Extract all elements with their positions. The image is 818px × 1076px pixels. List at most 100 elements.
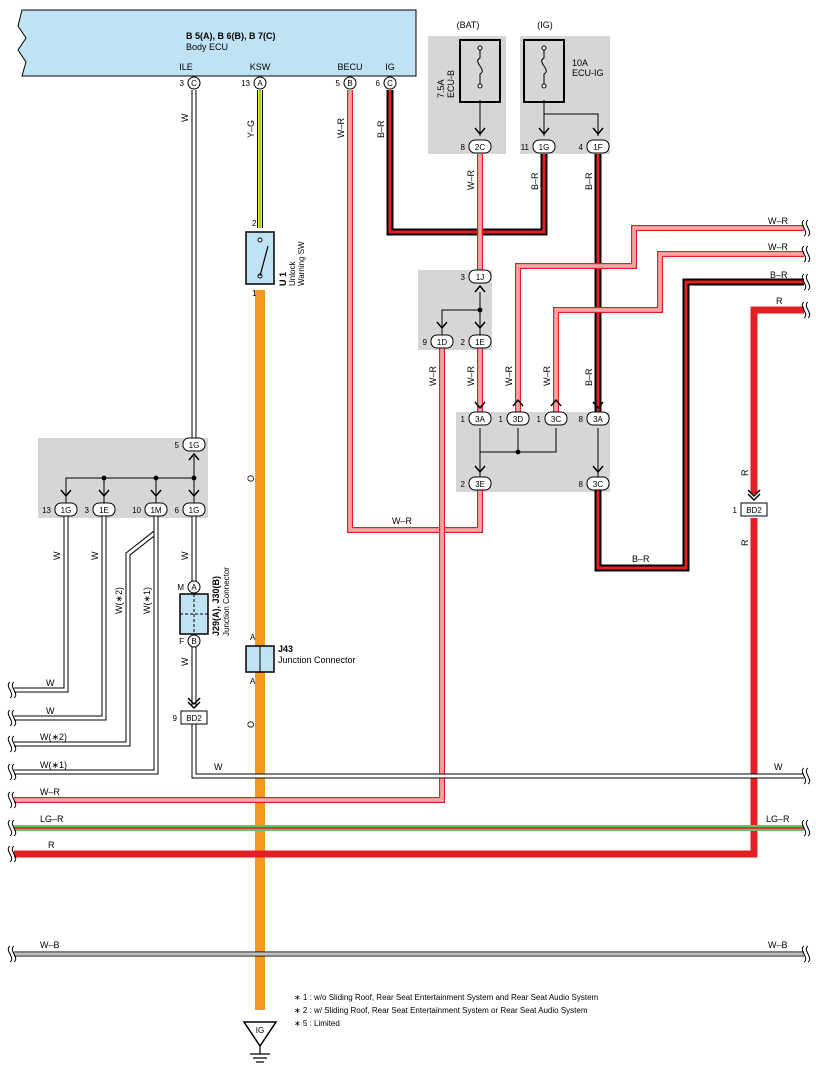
- lbl-right-r: R: [776, 296, 783, 306]
- term-3a-8-num: 8: [579, 415, 584, 424]
- lbl-bus-lgr-left: LG–R: [40, 814, 64, 824]
- term-1e: 1E: [475, 338, 485, 347]
- wire-labels: W Y–G W–R B–R W–R B–R B–R W–R W–R W–R W–…: [40, 113, 790, 950]
- lbl-bus-w-right: W: [774, 762, 783, 772]
- j43-pin-top: A: [250, 633, 256, 642]
- ecu-pin-ile: ILE: [179, 62, 193, 72]
- ecu-pin-becu-num: 5: [336, 79, 341, 88]
- lbl-bus-r: R: [48, 840, 55, 850]
- lbl-bus-wb-left: W–B: [40, 940, 60, 950]
- term-1f-num: 4: [579, 143, 584, 152]
- ecu-connectors: B 5(A), B 6(B), B 7(C): [186, 31, 276, 41]
- switch-pin-bottom: 1: [252, 289, 257, 298]
- term-1f: 1F: [593, 143, 602, 152]
- lbl-bus-w2: W(∗2): [40, 732, 67, 742]
- term-3a-num: 1: [461, 415, 466, 424]
- term-bd2-left: BD2: [186, 714, 202, 723]
- lbl-becu-wr-h: W–R: [392, 516, 413, 526]
- term-1j: 1J: [476, 273, 484, 282]
- lbl-1e-wr: W–R: [466, 366, 476, 387]
- term-3d: 3D: [513, 415, 523, 424]
- term-1g-ig: 1G: [539, 143, 550, 152]
- term-1j-num: 3: [461, 273, 466, 282]
- body-ecu: B 5(A), B 6(B), B 7(C) Body ECU ILE KSW …: [17, 9, 417, 77]
- term-3c-8-num: 8: [579, 480, 584, 489]
- note-2: ∗ 2 : w/ Sliding Roof, Rear Seat Enterta…: [294, 1006, 588, 1015]
- footnotes: ∗ 1 : w/o Sliding Roof, Rear Seat Entert…: [294, 993, 599, 1028]
- term-2c: 2C: [475, 143, 485, 152]
- lbl-3c8-br-h: B–R: [632, 554, 650, 564]
- term-3a: 3A: [475, 415, 485, 424]
- lbl-1f-br: B–R: [584, 172, 594, 190]
- term-1g-ig-num: 11: [521, 143, 530, 152]
- lbl-3a8-br: B–R: [584, 368, 594, 386]
- switch-id: U 1: [278, 272, 288, 286]
- wires: [14, 90, 804, 1010]
- term-bd2-right: BD2: [746, 506, 762, 515]
- lbl-left-w-4: W: [180, 657, 190, 666]
- term-3e: 3E: [475, 480, 485, 489]
- ground-symbol: IG: [242, 1021, 278, 1063]
- ecu-pin-ksw-num: 13: [241, 79, 250, 88]
- ecu-pin-becu: BECU: [337, 62, 362, 72]
- fuse-rating-ecuig: 10A: [572, 58, 588, 68]
- ground-label: IG: [256, 1026, 264, 1035]
- term-1d-num: 9: [423, 338, 428, 347]
- term-bd2-right-num: 1: [733, 506, 738, 515]
- j29-conn-top: A: [191, 583, 197, 592]
- j29-conn-bottom: B: [191, 637, 196, 646]
- lbl-right-br: B–R: [770, 270, 788, 280]
- lbl-bus-w1: W(∗1): [40, 760, 67, 770]
- lbl-left-w-1: W: [52, 551, 62, 560]
- switch-name-2: Warning SW: [297, 241, 306, 286]
- j29-pin-bottom: F: [179, 637, 184, 646]
- lbl-3c-wr: W–R: [542, 366, 552, 387]
- ecu-pin-ig-conn: C: [387, 79, 393, 88]
- lbl-left-w-2: W: [90, 551, 100, 560]
- fuse-box-bat: [428, 36, 506, 154]
- lbl-1d-wr: W–R: [428, 366, 438, 387]
- term-3a-8: 3A: [593, 415, 603, 424]
- lbl-left-w2: W(∗2): [114, 587, 124, 614]
- term-2c-num: 8: [461, 143, 466, 152]
- fuse-name-ecub: ECU-B: [446, 70, 456, 98]
- junction-j29-j30: A M B F J29(A), J30(B) Junction Connecto…: [177, 567, 231, 648]
- note-5: ∗ 5 : Limited: [294, 1019, 340, 1028]
- term-left-1e-num: 3: [85, 506, 90, 515]
- term-left-1g-13: 1G: [61, 506, 72, 515]
- lbl-ile-w: W: [180, 113, 190, 122]
- ecu-pins: C 3 A 13 B 5 C 6: [180, 76, 397, 90]
- lbl-bus-lgr-right: LG–R: [766, 814, 790, 824]
- fuse-name-ecuig: ECU-IG: [572, 68, 604, 78]
- lbl-bus-w-3: W: [214, 762, 223, 772]
- lbl-right-wr-2: W–R: [768, 242, 789, 252]
- lbl-3d-wr: W–R: [504, 366, 514, 387]
- term-3c: 3C: [551, 415, 561, 424]
- lbl-becu-wr: W–R: [336, 118, 346, 139]
- fuse-source-bat: (BAT): [457, 20, 480, 30]
- fuse-rating-ecub: 7.5A: [436, 79, 446, 98]
- lbl-left-w1: W(∗1): [142, 587, 152, 614]
- junction-j43: A A J43 Junction Connector: [245, 633, 356, 686]
- term-left-1m-num: 10: [132, 506, 141, 515]
- term-bd2-left-num: 9: [173, 714, 178, 723]
- fuse-ecu-ig: (IG) 10A ECU-IG: [523, 20, 604, 103]
- lbl-r-vert-2: R: [740, 539, 750, 546]
- term-1e-num: 2: [461, 338, 466, 347]
- ecu-pin-ksw-conn: A: [257, 79, 263, 88]
- term-left-1g-6-num: 6: [175, 506, 180, 515]
- lbl-r-vert-1: R: [740, 469, 750, 476]
- junction-dots: [101, 307, 521, 481]
- j43-pin-bottom: A: [250, 677, 256, 686]
- term-left-1g-in: 1G: [189, 441, 200, 450]
- ecu-name: Body ECU: [186, 42, 228, 52]
- ecu-pin-becu-conn: B: [347, 79, 352, 88]
- j29-name: Junction Connector: [222, 567, 231, 636]
- ecu-pin-ig: IG: [385, 62, 395, 72]
- unlock-warning-switch: 2 1 U 1 Unlock Warning SW: [245, 219, 306, 298]
- ecu-pin-ig-num: 6: [376, 79, 381, 88]
- lbl-1g-br: B–R: [530, 172, 540, 190]
- lbl-right-wr-1: W–R: [768, 216, 789, 226]
- term-left-1m: 1M: [150, 506, 161, 515]
- lbl-orange-o-1: O: [246, 475, 256, 482]
